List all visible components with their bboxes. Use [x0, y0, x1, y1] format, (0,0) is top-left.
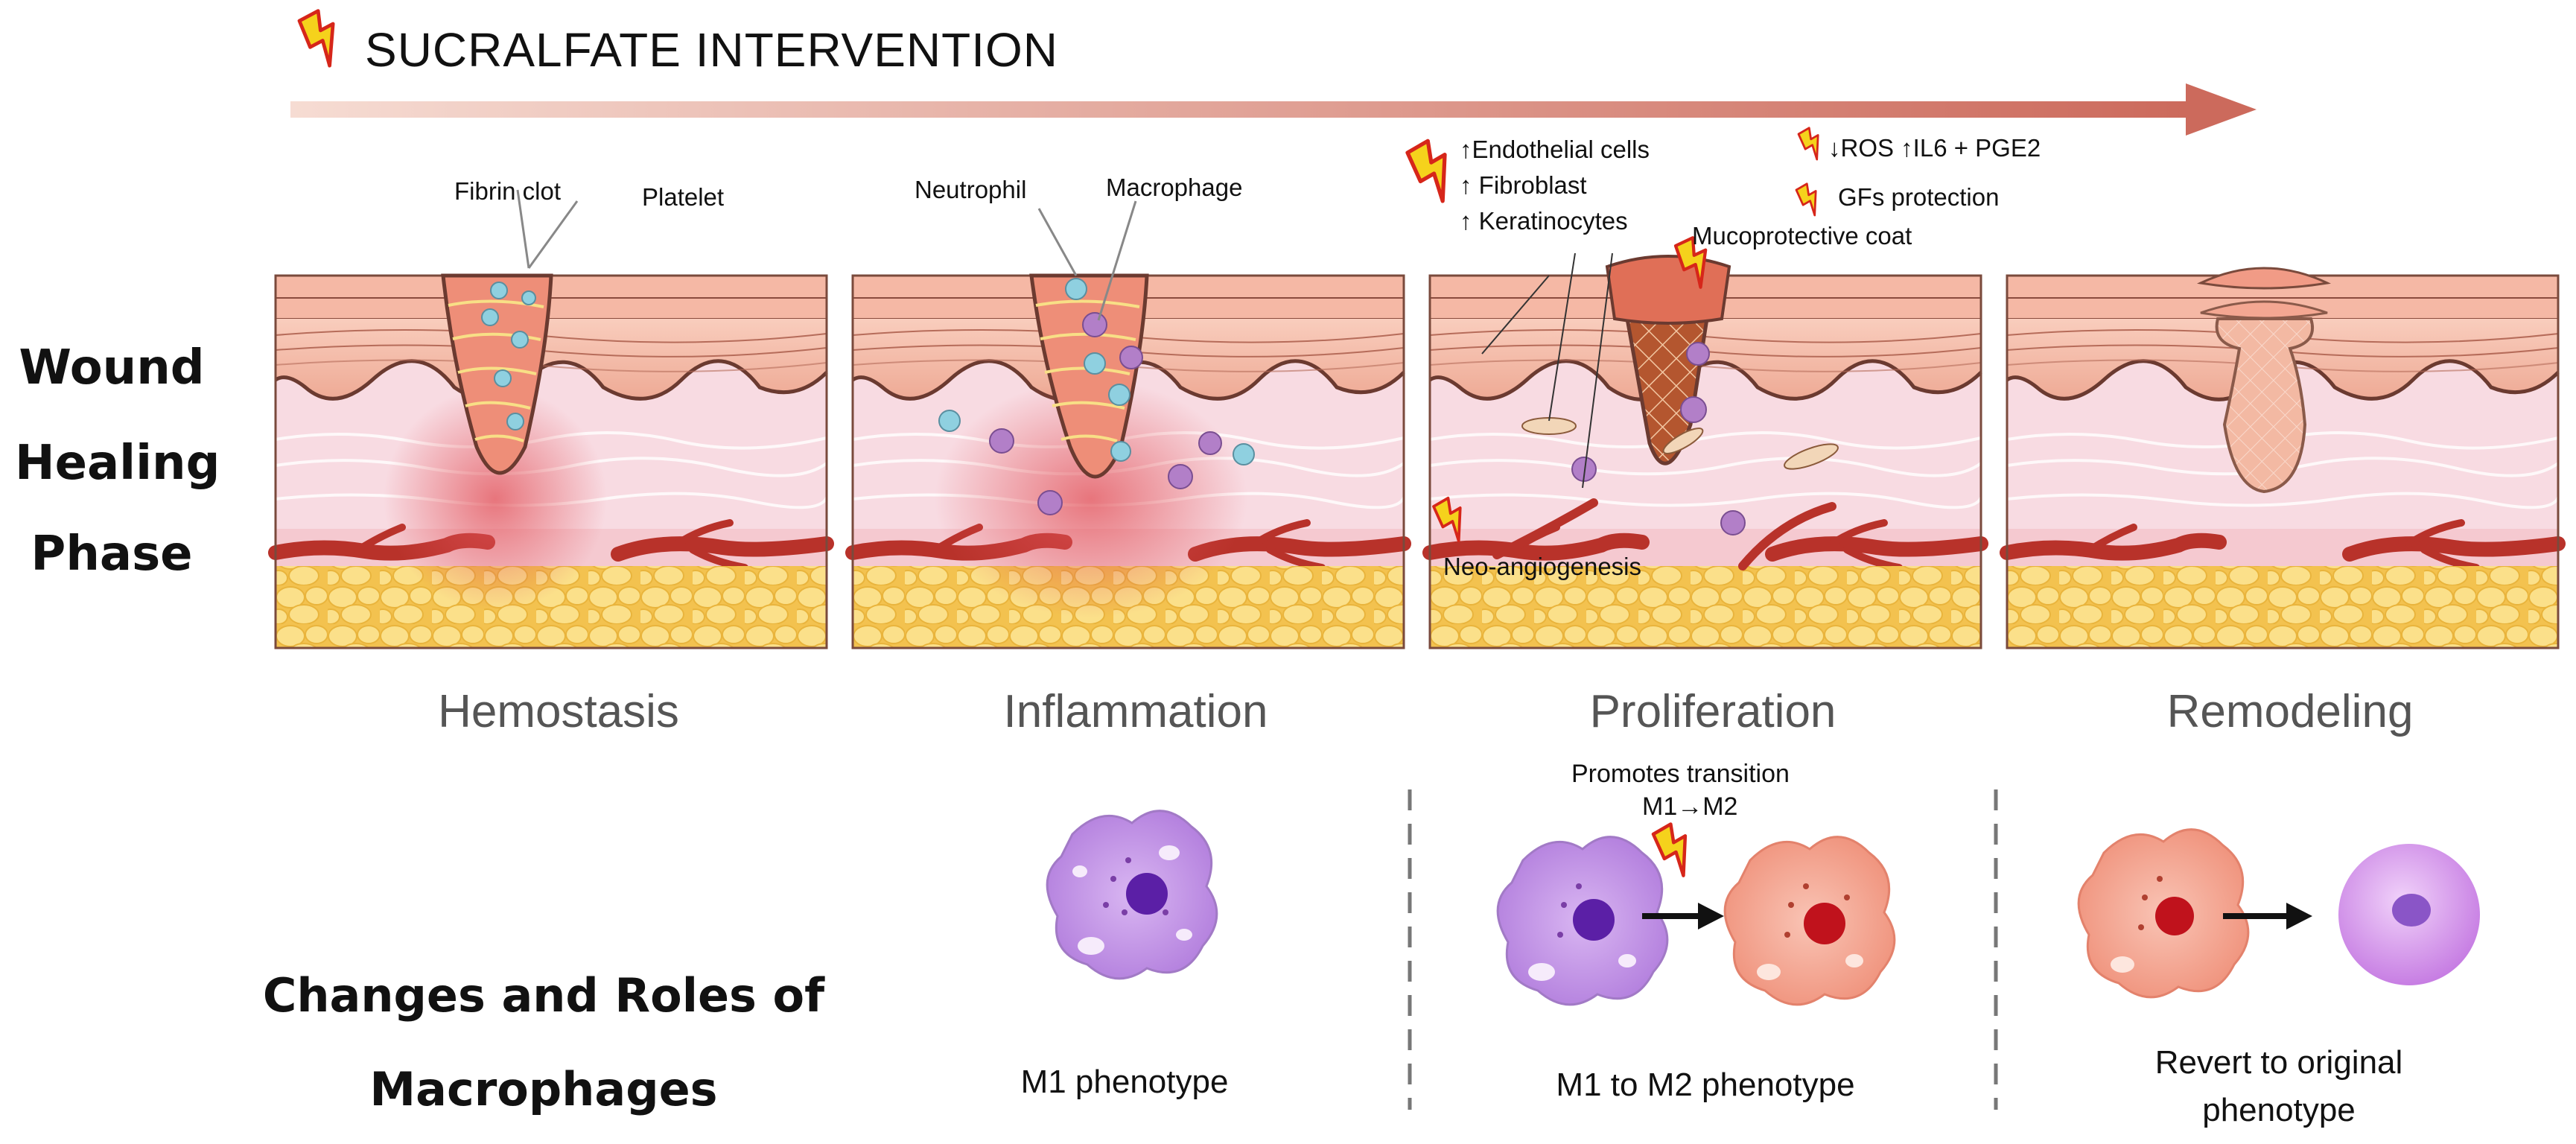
m1-to-m2-cells: [1496, 836, 1896, 1006]
m1-phenotype-caption: M1 phenotype: [1020, 1064, 1229, 1100]
phase-remodeling: Remodeling: [2166, 686, 2414, 737]
intervention-arrow: [290, 101, 2189, 118]
ros-label: ↓ROS ↑IL6 + PGE2: [1828, 134, 2041, 162]
macrophage-label: Macrophage: [1106, 174, 1243, 201]
promotes-transition-label: Promotes transition: [1571, 760, 1790, 788]
header-lightning-icon: [297, 7, 350, 69]
revert-cells: [2077, 828, 2480, 999]
m1-to-m2-caption: M1 to M2 phenotype: [1556, 1067, 1855, 1103]
phase-proliferation: Proliferation: [1589, 686, 1836, 737]
wound-label-line1: Wound: [19, 340, 205, 395]
platelet-label: Platelet: [642, 183, 725, 211]
wound-label-line3: Phase: [31, 527, 193, 582]
macrophage-label-line1: Changes and Roles of: [262, 968, 825, 1023]
lightning-icon: [1793, 180, 1828, 219]
macrophage-label-line2: Macrophages: [369, 1062, 718, 1116]
revert-caption-line1: Revert to original: [2154, 1044, 2403, 1081]
panel-hemostasis: [276, 189, 827, 648]
panel-proliferation: [1430, 252, 1981, 648]
panel-inflammation: [853, 200, 1404, 648]
fibroblast-label: ↑ Fibroblast: [1460, 171, 1587, 199]
panel-remodeling: [2007, 267, 2558, 648]
revert-caption-line2: phenotype: [2202, 1092, 2356, 1128]
m1-macrophage: [1046, 810, 1218, 980]
fibrin-clot-label: Fibrin clot: [454, 177, 562, 205]
phase-inflammation: Inflammation: [1003, 686, 1268, 737]
m1-m2-transition-label: M1→M2: [1642, 792, 1738, 821]
intervention-arrowhead: [2186, 83, 2257, 136]
phase-hemostasis: Hemostasis: [438, 686, 679, 737]
neutrophil-label: Neutrophil: [915, 176, 1027, 203]
endothelial-label: ↑Endothelial cells: [1460, 136, 1650, 163]
keratinocytes-label: ↑ Keratinocytes: [1460, 207, 1628, 235]
mucoprotective-label: Mucoprotective coat: [1692, 222, 1912, 250]
wound-label-line2: Healing: [15, 436, 220, 491]
gfs-label: GFs protection: [1838, 183, 2000, 211]
intervention-title: SUCRALFATE INTERVENTION: [365, 23, 1058, 77]
lightning-icon: [1405, 137, 1464, 206]
neoangiogenesis-label: Neo-angiogenesis: [1443, 553, 1642, 580]
lightning-icon: [1796, 124, 1830, 163]
